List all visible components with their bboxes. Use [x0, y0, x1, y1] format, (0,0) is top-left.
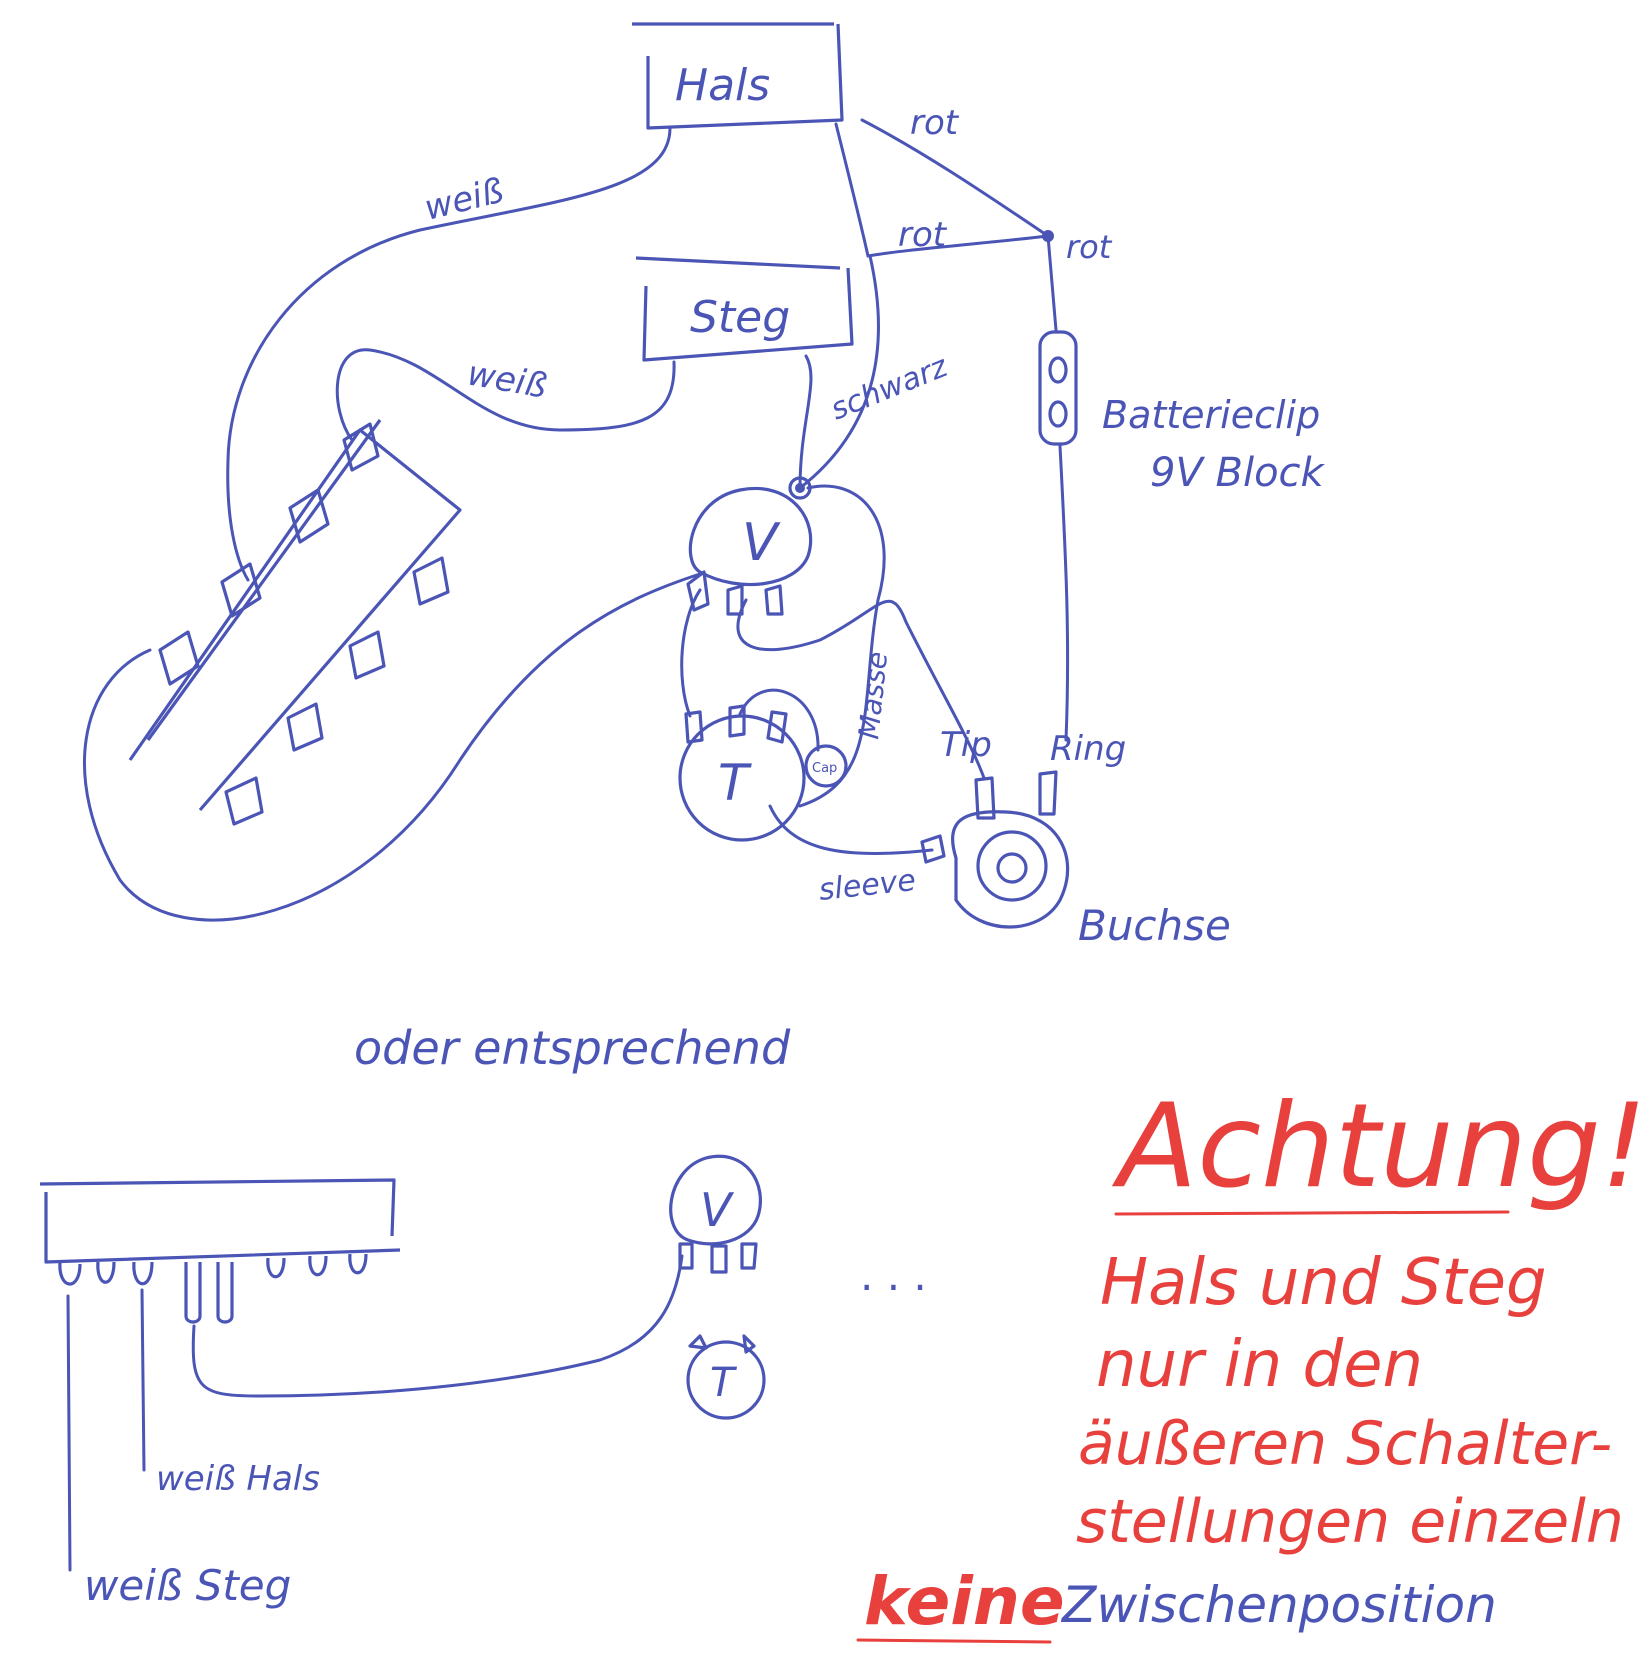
wires [83, 118, 1070, 922]
warning-title: Achtung! [1111, 1079, 1645, 1214]
tone-capacitor: Cap [804, 744, 848, 788]
jack-label: Buchse [1078, 901, 1231, 950]
capacitor-label: Cap [812, 761, 837, 776]
alt-wire-bridge: weiß Steg [84, 1561, 291, 1610]
main-wiring: Hals Steg [83, 22, 1326, 950]
warning-line-3: äußeren Schalter- [1078, 1409, 1612, 1479]
tone-pot-label: T [718, 754, 752, 812]
label-sleeve: sleeve [817, 863, 917, 908]
bridge-pickup-label: Steg [690, 292, 790, 343]
alt-wiring: V T weiß Hals weiß Steg . . . [39, 1154, 927, 1610]
battery-clip [1038, 330, 1078, 446]
warning-line-1: Hals und Steg [1100, 1246, 1547, 1320]
junction-dot [1042, 230, 1054, 242]
warning-line-2: nur in den [1096, 1328, 1423, 1402]
label-ring: Ring [1050, 729, 1126, 769]
warning-note: Achtung! Hals und Steg nur in den äußere… [856, 1079, 1645, 1644]
label-weiss-neck: weiß [421, 171, 508, 229]
alt-volume-label: V [700, 1183, 735, 1237]
neck-pickup-label: Hals [675, 60, 770, 111]
label-tip: Tip [940, 725, 992, 765]
battery-label-1: Batterieclip [1102, 393, 1320, 437]
volume-pot-label: V [742, 513, 781, 573]
alt-wire-neck: weiß Hals [156, 1459, 320, 1499]
warning-rest: Zwischenposition [1060, 1576, 1497, 1634]
label-rot-bridge: rot [898, 215, 948, 255]
ellipsis: . . . [860, 1251, 927, 1300]
bridge-pickup: Steg [635, 256, 854, 362]
label-schwarz: schwarz [826, 349, 954, 428]
label-weiss-bridge: weiß [464, 353, 549, 406]
battery-label-2: 9V Block [1150, 450, 1326, 496]
warning-keine: keine [864, 1563, 1065, 1640]
alternative-caption: oder entsprechend [354, 1021, 791, 1075]
pickup-selector-switch [128, 419, 462, 826]
neck-pickup: Hals [632, 22, 844, 130]
volume-pot: V [686, 476, 813, 616]
label-rot-junction: rot [1066, 228, 1113, 266]
warning-line-4: stellungen einzeln [1076, 1487, 1624, 1557]
tone-pot: T [678, 704, 806, 842]
label-rot-neck: rot [910, 103, 960, 143]
label-masse: Masse [852, 650, 894, 741]
output-jack [920, 770, 1070, 929]
alt-tone-label: T [710, 1360, 738, 1406]
